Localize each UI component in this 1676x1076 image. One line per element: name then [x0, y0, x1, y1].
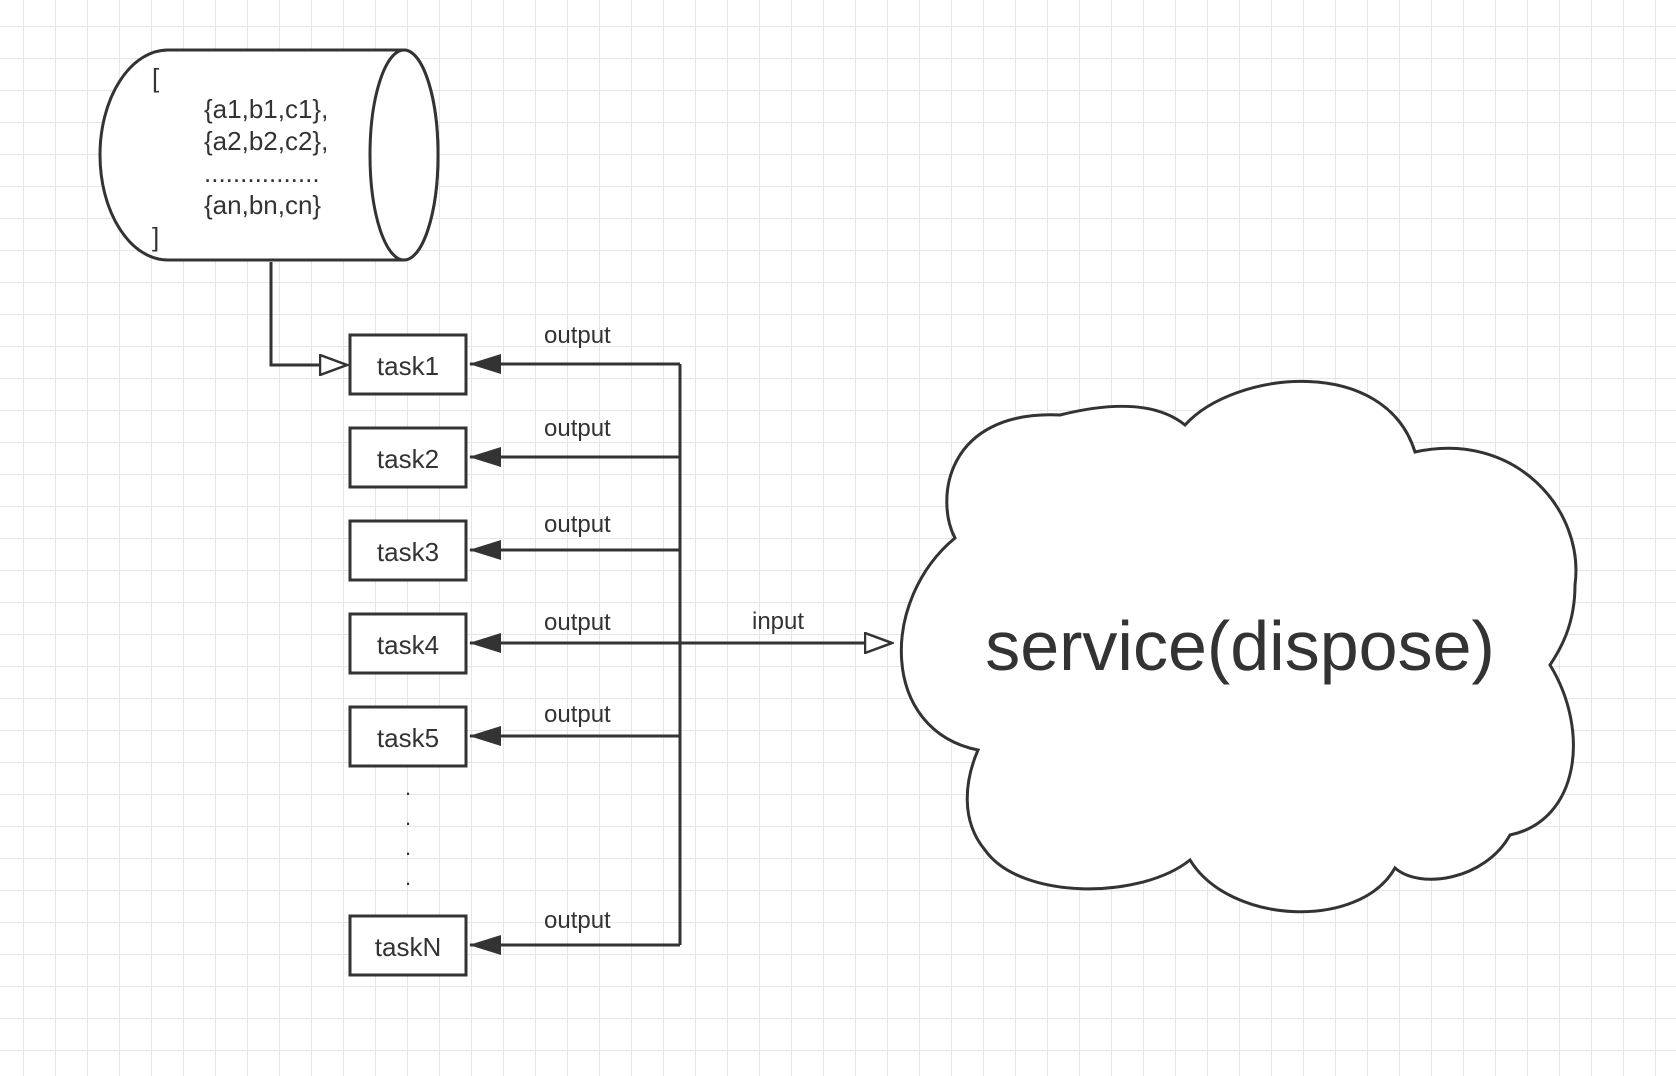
output-label-4: output: [544, 609, 611, 636]
database-line-6: ]: [152, 222, 159, 252]
output-label-n: output: [544, 907, 611, 934]
database-cylinder: [ {a1,b1,c1}, {a2,b2,c2}, ..............…: [98, 48, 440, 262]
database-line-4: ................: [204, 158, 320, 188]
service-cloud[interactable]: service(dispose): [899, 379, 1578, 914]
task-box-n[interactable]: taskN: [348, 914, 468, 977]
task-label-n: taskN: [375, 932, 441, 962]
database-to-task1-connector: [269, 262, 347, 365]
task-box-1[interactable]: task1: [348, 333, 468, 396]
service-label: service(dispose): [985, 607, 1495, 685]
ellipsis-dot-2: .: [405, 805, 411, 830]
database-line-3: {a2,b2,c2},: [204, 126, 328, 156]
task-box-2[interactable]: task2: [348, 426, 468, 489]
ellipsis-dot-4: .: [405, 865, 411, 890]
task-label-3: task3: [377, 537, 439, 567]
database-line-1: [: [152, 63, 160, 93]
ellipsis-dot-3: .: [405, 835, 411, 860]
database-line-2: {a1,b1,c1},: [204, 94, 328, 124]
output-label-5: output: [544, 701, 611, 728]
output-labels: output output output output output outpu…: [544, 322, 611, 934]
ellipsis-dot-1: .: [405, 775, 411, 800]
task-label-1: task1: [377, 351, 439, 381]
task-box-4[interactable]: task4: [348, 612, 468, 675]
task-label-2: task2: [377, 444, 439, 474]
output-arrows: [469, 354, 680, 955]
database-line-5: {an,bn,cn}: [204, 190, 321, 220]
task-box-5[interactable]: task5: [348, 705, 468, 768]
task-box-3[interactable]: task3: [348, 519, 468, 582]
output-label-2: output: [544, 415, 611, 442]
task-label-5: task5: [377, 723, 439, 753]
task-label-4: task4: [377, 630, 439, 660]
output-label-3: output: [544, 511, 611, 538]
input-label: input: [752, 608, 804, 635]
output-label-1: output: [544, 322, 611, 349]
task-ellipsis: . . . .: [405, 775, 411, 890]
